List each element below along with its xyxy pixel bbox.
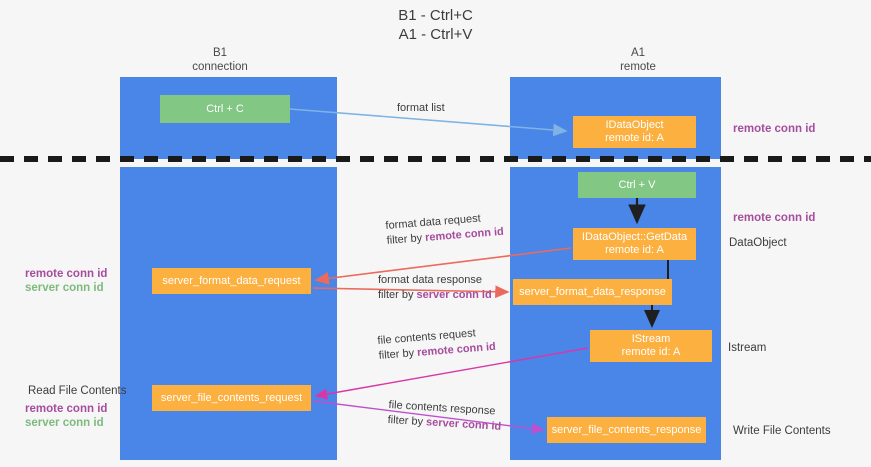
legend-remote-conn-id: remote conn id bbox=[25, 268, 108, 280]
edge-file-contents-request bbox=[314, 347, 589, 400]
node-getdata-sublabel: remote id: A bbox=[605, 244, 664, 256]
node-ctrl-v[interactable]: Ctrl + V bbox=[578, 172, 696, 198]
edge-format-list bbox=[289, 108, 568, 137]
node-ctrl-c-label: Ctrl + C bbox=[206, 102, 244, 115]
edge-label-format-data-response-filter: filter by server conn id bbox=[378, 288, 492, 303]
node-idataobject[interactable]: IDataObject remote id: A bbox=[573, 116, 696, 148]
node-getdata-label: IDataObject::GetData bbox=[581, 231, 688, 243]
lane-a1-lower bbox=[510, 167, 721, 460]
legend-server-conn-id: server conn id bbox=[25, 282, 104, 294]
filter-prefix: filter by bbox=[386, 231, 426, 247]
diagram-title-line1: B1 - Ctrl+C bbox=[398, 7, 473, 24]
diagram-title-line2: A1 - Ctrl+V bbox=[398, 26, 473, 43]
phase-divider bbox=[0, 156, 871, 162]
node-istream-sublabel: remote id: A bbox=[621, 346, 681, 358]
column-header-a1: A1 remote bbox=[538, 46, 738, 74]
lane-b1-lower bbox=[120, 167, 337, 460]
node-ctrl-c[interactable]: Ctrl + C bbox=[160, 95, 290, 123]
column-header-b1-role: connection bbox=[192, 61, 248, 73]
legend-remote-conn-id: remote conn id bbox=[25, 403, 108, 415]
node-istream[interactable]: IStream remote id: A bbox=[590, 330, 712, 362]
filter-prefix: filter by bbox=[387, 413, 427, 429]
legend-conn-ids-middle: remote conn id server conn id bbox=[25, 267, 107, 295]
annotation-write-file-contents: Write File Contents bbox=[733, 425, 831, 437]
node-server-file-contents-request-label: server_file_contents_request bbox=[160, 391, 303, 404]
legend-server-conn-id: server conn id bbox=[25, 417, 104, 429]
node-server-format-data-response[interactable]: server_format_data_response bbox=[513, 279, 672, 305]
annotation-remote-conn-id-mid: remote conn id bbox=[733, 212, 816, 224]
node-istream-label: IStream bbox=[631, 333, 671, 345]
edge-label-format-data-response: format data response filter by server co… bbox=[378, 273, 492, 303]
node-server-file-contents-response[interactable]: server_file_contents_response bbox=[547, 417, 706, 443]
filter-prefix: filter by bbox=[378, 289, 417, 301]
column-header-b1-name: B1 bbox=[212, 47, 228, 59]
node-server-file-contents-response-label: server_file_contents_response bbox=[551, 423, 702, 436]
node-server-format-data-request[interactable]: server_format_data_request bbox=[152, 268, 311, 294]
annotation-istream: Istream bbox=[728, 342, 767, 354]
column-header-a1-name: A1 bbox=[630, 47, 646, 59]
edge-format-data-response bbox=[312, 285, 510, 299]
edge-label-format-data-response-text: format data response bbox=[378, 274, 482, 286]
edge-label-format-list: format list bbox=[397, 101, 445, 116]
node-server-format-data-response-label: server_format_data_response bbox=[519, 285, 666, 298]
node-idataobject-getdata[interactable]: IDataObject::GetData remote id: A bbox=[573, 228, 696, 260]
filter-key-server-conn-id: server conn id bbox=[416, 289, 492, 301]
node-server-file-contents-request[interactable]: server_file_contents_request bbox=[152, 385, 311, 411]
filter-key-server-conn-id: server conn id bbox=[425, 416, 502, 433]
annotation-remote-conn-id-top: remote conn id bbox=[733, 123, 816, 135]
node-ctrl-v-label: Ctrl + V bbox=[618, 178, 656, 191]
annotation-dataobject: DataObject bbox=[729, 237, 787, 249]
legend-conn-ids-bottom: remote conn id server conn id bbox=[25, 402, 107, 430]
filter-prefix: filter by bbox=[378, 346, 418, 362]
column-header-b1: B1 connection bbox=[140, 46, 300, 74]
annotation-read-file-contents: Read File Contents bbox=[28, 385, 127, 397]
node-idataobject-sublabel: remote id: A bbox=[605, 132, 664, 144]
edge-file-contents-response bbox=[312, 400, 545, 435]
diagram-title: B1 - Ctrl+C A1 - Ctrl+V bbox=[0, 6, 871, 44]
edge-label-format-list-text: format list bbox=[397, 102, 445, 114]
edge-format-data-request bbox=[314, 247, 572, 285]
column-header-a1-role: remote bbox=[620, 61, 656, 73]
node-server-format-data-request-label: server_format_data_request bbox=[162, 274, 301, 287]
node-idataobject-label: IDataObject bbox=[605, 119, 664, 131]
